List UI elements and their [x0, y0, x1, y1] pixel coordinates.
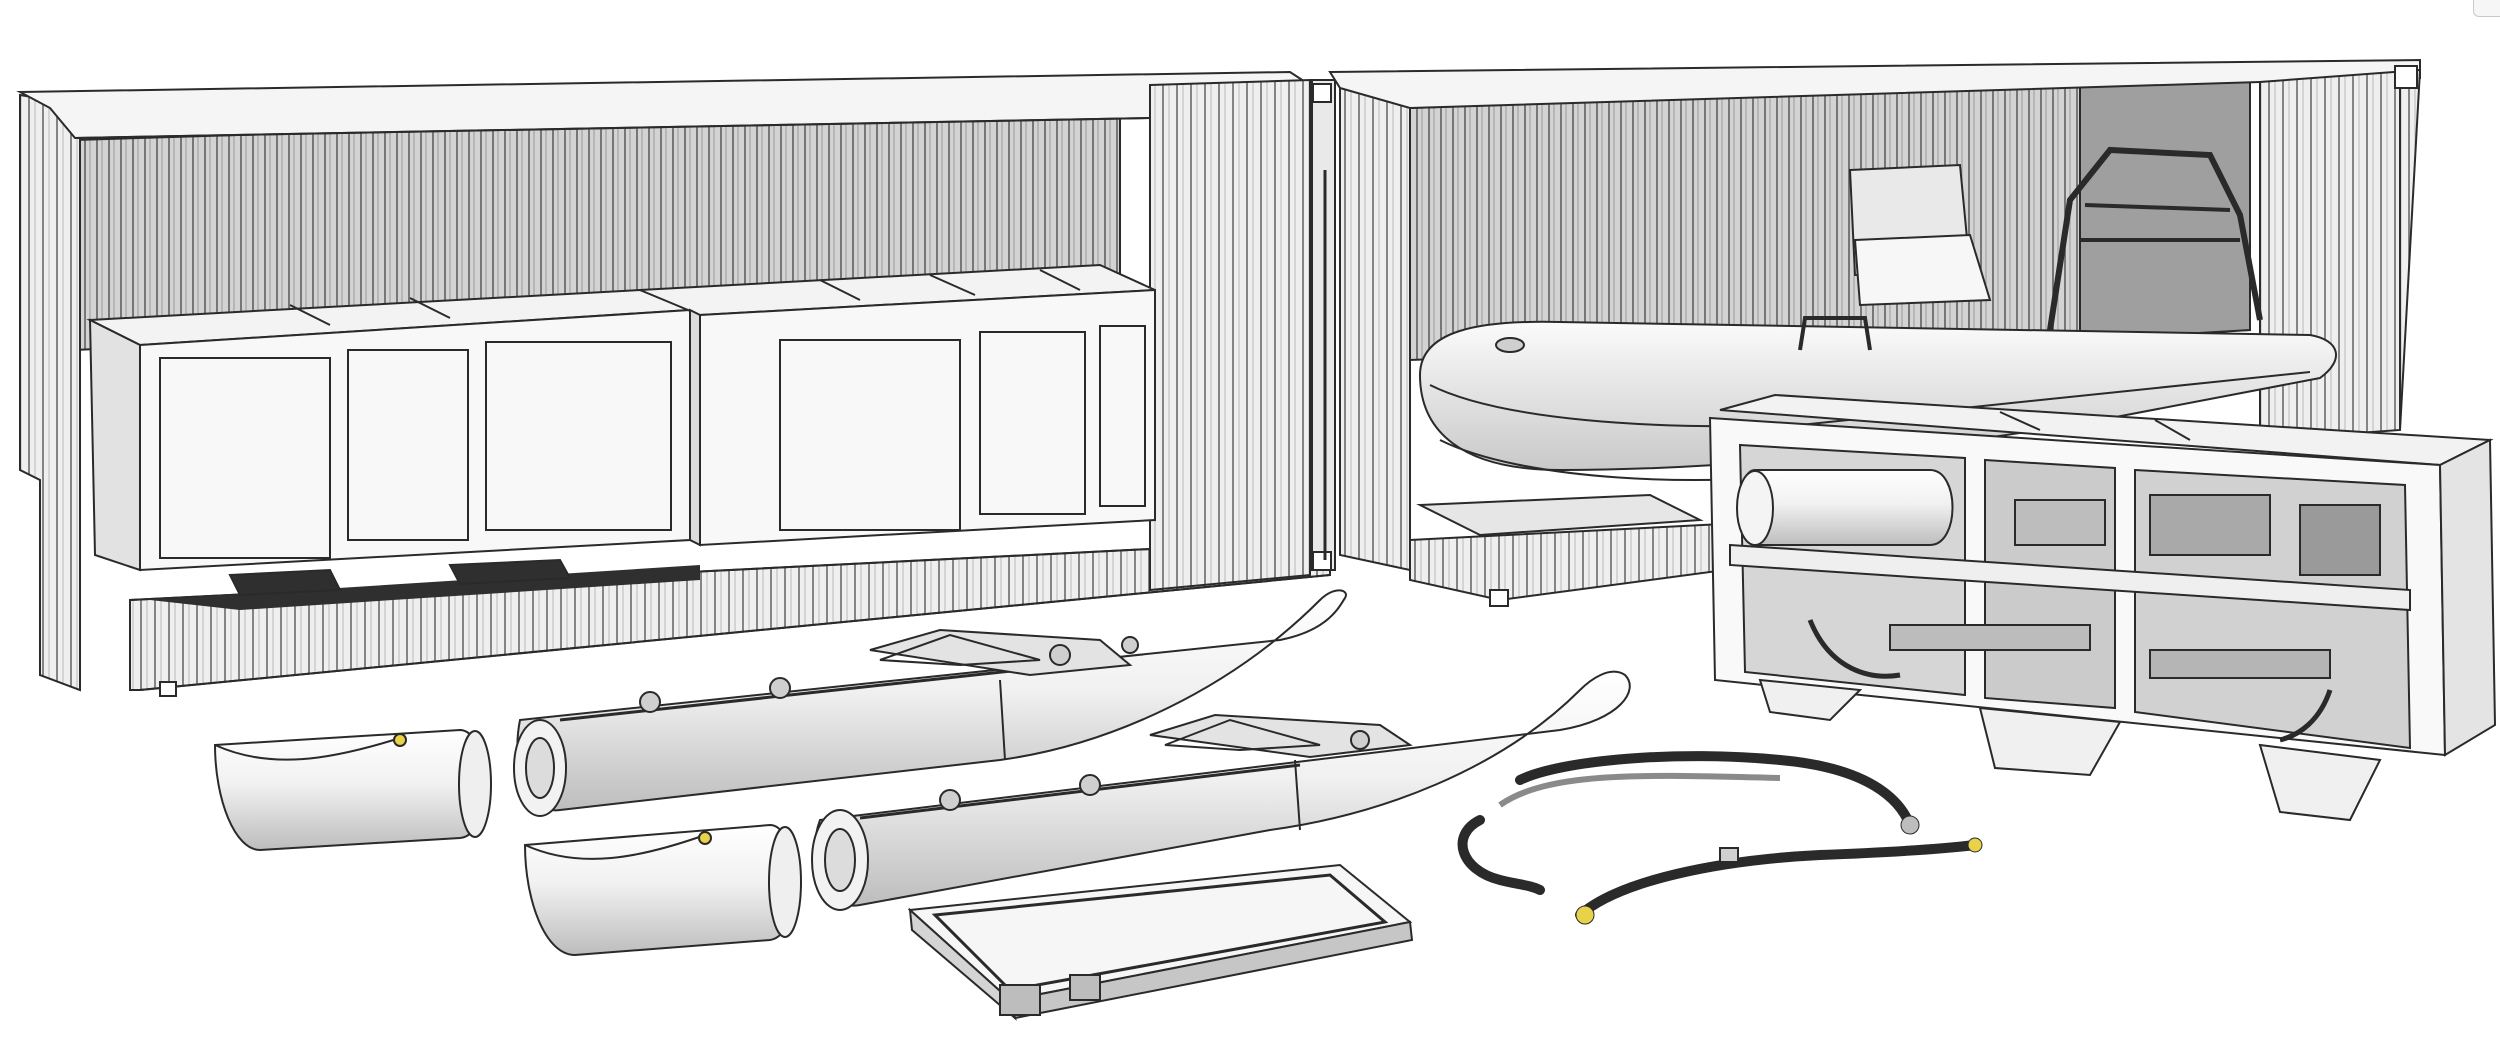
inflatable-boat [1418, 146, 2337, 481]
pontoon-tube-lower [811, 670, 1631, 911]
shipping-container-right [1328, 58, 2422, 607]
hose-assembly [1457, 751, 1983, 925]
storage-crate-center [639, 263, 1156, 547]
deck-frame-panel [907, 863, 1414, 1021]
frame-corner-icon [2473, 0, 2500, 17]
equipment-crate-open [1708, 393, 2497, 822]
shipping-container-left [16, 70, 1336, 697]
storage-crate-left [86, 288, 691, 597]
pontoon-end-cap-lower [523, 823, 802, 957]
pontoon-end-cap-upper [213, 728, 492, 852]
pontoon-tube-upper [513, 589, 1347, 817]
